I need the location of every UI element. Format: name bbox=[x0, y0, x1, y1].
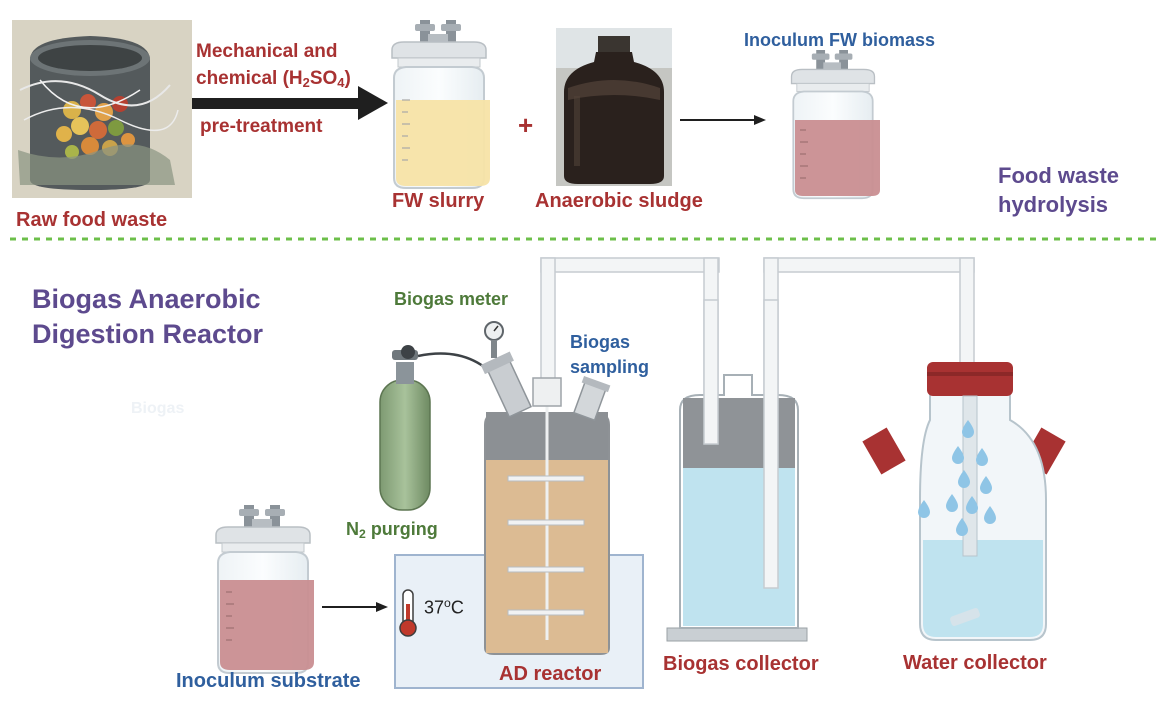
inoculum-substrate-jar bbox=[215, 505, 314, 674]
plus-sign: + bbox=[518, 110, 534, 140]
label-biogas-sampling: Biogas sampling bbox=[570, 330, 649, 380]
label-fw-slurry: FW slurry bbox=[392, 190, 485, 212]
label-raw-food-waste: Raw food waste bbox=[16, 209, 168, 231]
pretreatment-arrow bbox=[192, 86, 388, 120]
section-title-line1: Biogas Anaerobic bbox=[32, 284, 261, 314]
anaerobic-sludge-photo bbox=[556, 28, 672, 186]
arrow-to-inoculum-fw bbox=[680, 115, 766, 125]
label-pretreatment-line3: pre-treatment bbox=[200, 116, 323, 137]
label-temperature: 37oC bbox=[424, 596, 464, 618]
thermometer-icon bbox=[399, 589, 417, 637]
section-title: Biogas Anaerobic Digestion Reactor bbox=[32, 282, 263, 352]
label-biogas-meter: Biogas meter bbox=[394, 289, 509, 309]
label-hydrolysis-line2: hydrolysis bbox=[998, 192, 1109, 217]
label-inoculum-fw-biomass: Inoculum FW biomass bbox=[744, 30, 936, 50]
label-pretreatment: Mechanical and chemical (H2SO4) bbox=[196, 38, 351, 96]
label-biogas-sampling-line2: sampling bbox=[570, 357, 650, 377]
water-collector-vessel bbox=[862, 362, 1066, 641]
label-pretreatment-line2: chemical (H2SO4) bbox=[196, 68, 351, 91]
faint-biogas-label: Biogas bbox=[131, 400, 185, 417]
label-hydrolysis-line1: Food waste bbox=[998, 163, 1120, 188]
label-anaerobic-sludge: Anaerobic sludge bbox=[535, 190, 703, 212]
label-n2-purging: N2 purging bbox=[346, 519, 438, 542]
arrow-to-reactor bbox=[322, 602, 388, 612]
inoculum-fw-biomass-jar bbox=[790, 50, 880, 200]
section-title-line2: Digestion Reactor bbox=[32, 319, 264, 349]
label-inoculum-substrate: Inoculum substrate bbox=[176, 670, 361, 692]
label-ad-reactor: AD reactor bbox=[499, 663, 602, 685]
label-food-waste-hydrolysis: Food waste hydrolysis bbox=[998, 161, 1119, 219]
n2-gas-cylinder bbox=[379, 345, 501, 511]
collector-inner-pipes bbox=[703, 299, 779, 589]
label-pretreatment-line1: Mechanical and bbox=[196, 41, 338, 62]
fw-slurry-jar bbox=[391, 20, 490, 189]
label-biogas-sampling-line1: Biogas bbox=[570, 332, 631, 352]
raw-food-waste-photo bbox=[12, 20, 192, 198]
label-water-collector: Water collector bbox=[903, 652, 1047, 674]
ad-reactor bbox=[480, 321, 611, 655]
biogas-collector-vessel bbox=[666, 374, 808, 642]
label-biogas-collector: Biogas collector bbox=[663, 653, 819, 675]
